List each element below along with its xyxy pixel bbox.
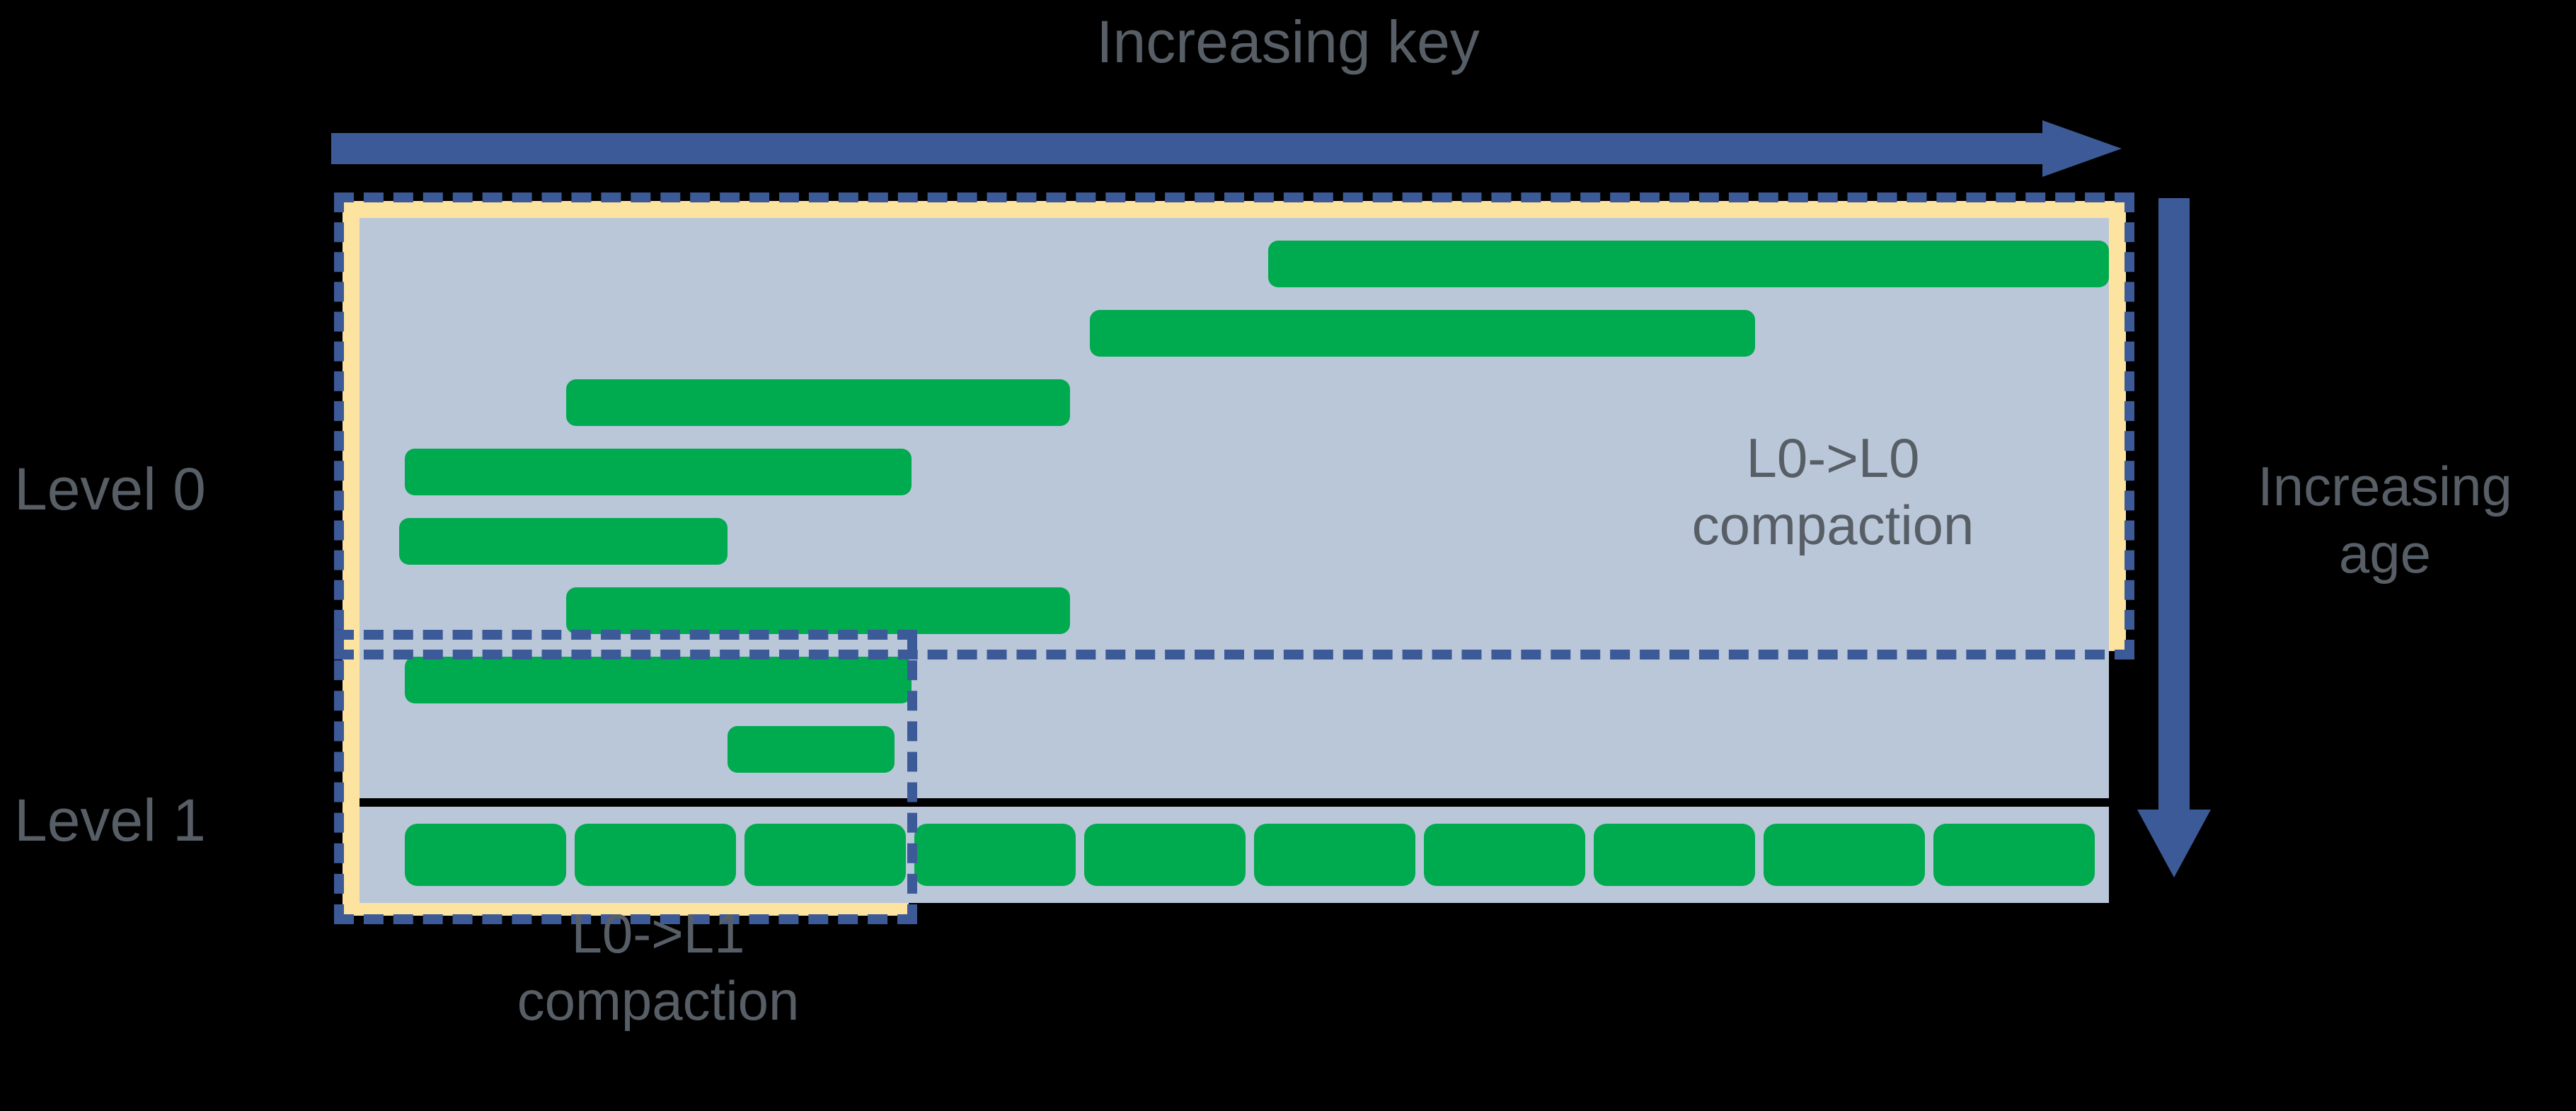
level1-sstable[interactable] [575, 824, 736, 886]
level1-sstable[interactable] [1764, 824, 1925, 886]
l0-to-l1-compaction-label: L0->L1 compaction [517, 902, 800, 1032]
l0-to-l0-compaction-label: L0->L0 compaction [1691, 427, 1974, 557]
level0-sstable[interactable] [566, 587, 1070, 634]
increasing-age-arrow-head [2137, 810, 2211, 877]
level1-sstable[interactable] [1254, 824, 1415, 886]
level-separator-line [360, 798, 2109, 807]
level1-sstable[interactable] [1594, 824, 1755, 886]
l0-to-l1-compaction-box[interactable] [334, 630, 917, 924]
level1-sstable[interactable] [744, 824, 906, 886]
level1-sstable[interactable] [405, 824, 566, 886]
level1-label: Level 1 [14, 787, 206, 853]
level0-sstable[interactable] [1268, 241, 2109, 287]
increasing-age-arrow [2137, 198, 2211, 877]
increasing-key-arrow-shaft [331, 133, 2044, 164]
increasing-key-label: Increasing key [1096, 8, 1480, 75]
level1-sstable[interactable] [1084, 824, 1246, 886]
level1-sstable[interactable] [1424, 824, 1585, 886]
increasing-key-arrow-head [2042, 120, 2122, 177]
level1-sstable[interactable] [1933, 824, 2095, 886]
l0-to-l0-compaction-box[interactable] [334, 192, 2134, 660]
level1-sstable[interactable] [914, 824, 1076, 886]
level0-sstable[interactable] [1090, 310, 1755, 357]
increasing-key-arrow [331, 120, 2122, 177]
increasing-age-arrow-shaft [2158, 198, 2190, 814]
level0-sstable[interactable] [399, 518, 728, 565]
level0-sstable[interactable] [728, 726, 895, 773]
level0-sstable[interactable] [566, 379, 1070, 426]
increasing-age-label: Increasing age [2258, 455, 2512, 585]
level0-label: Level 0 [14, 456, 206, 522]
level0-sstable[interactable] [405, 449, 912, 495]
level0-sstable[interactable] [405, 657, 912, 703]
